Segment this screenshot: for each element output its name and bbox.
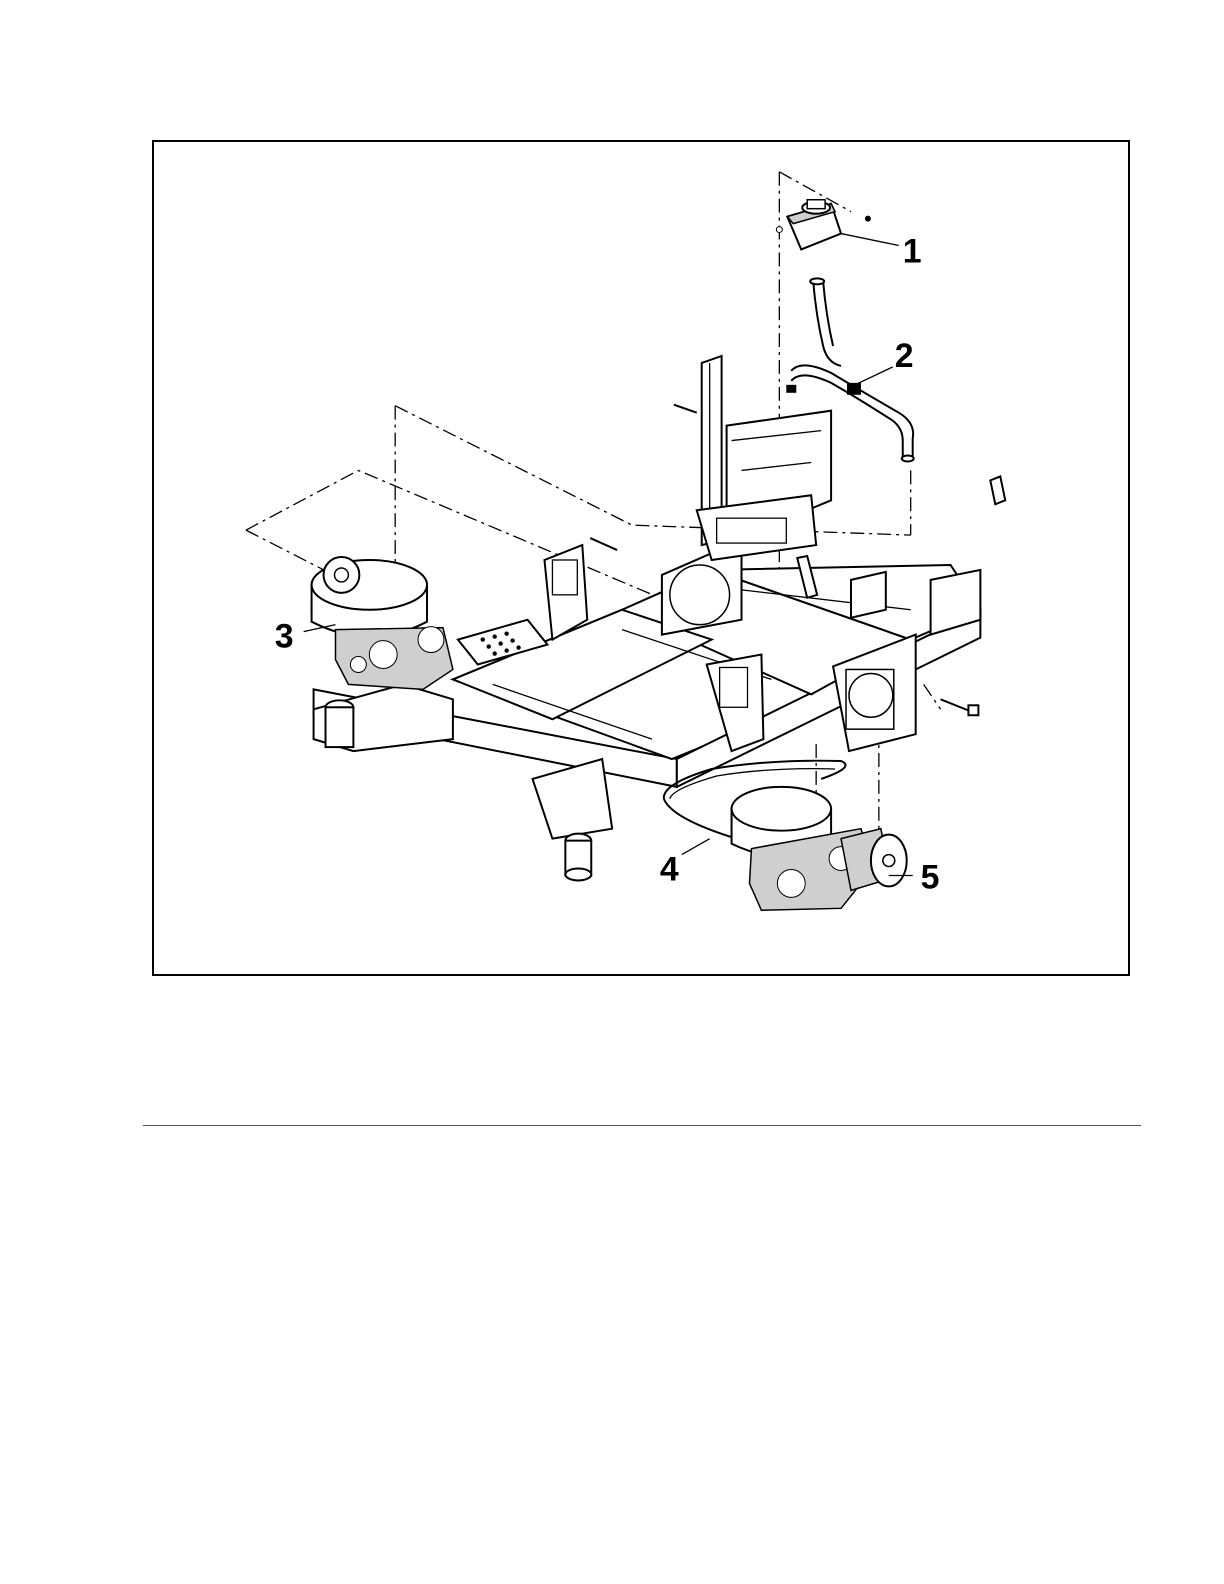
reservoir-tank (776, 200, 871, 250)
left-drive-unit (312, 557, 453, 689)
right-drive-unit (732, 787, 907, 910)
horizontal-divider (143, 1125, 1141, 1126)
seat-mount-tower (590, 356, 1005, 598)
exploded-view-drawing: 1 2 3 4 5 (154, 142, 1128, 974)
callout-1: 1 (903, 232, 922, 270)
callout-3: 3 (275, 618, 294, 656)
callout-2: 2 (895, 337, 914, 375)
callout-5: 5 (921, 858, 940, 896)
callout-4: 4 (660, 850, 679, 888)
figure-frame: 1 2 3 4 5 (152, 140, 1130, 976)
